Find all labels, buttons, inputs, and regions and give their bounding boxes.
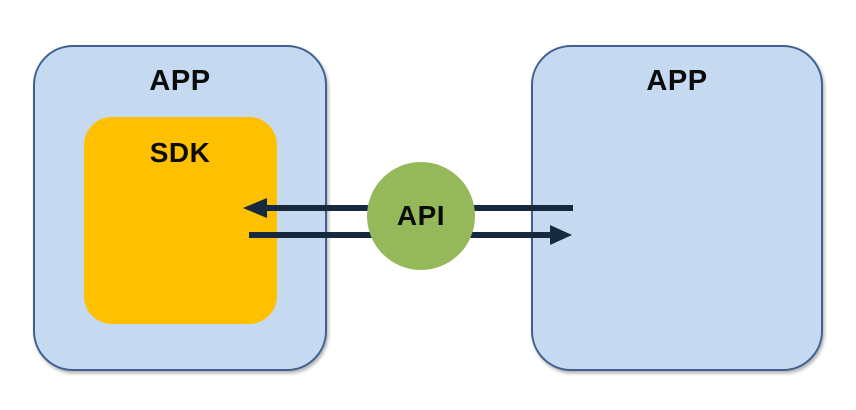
sdk-box: SDK (83, 116, 277, 324)
app-left-label: APP (149, 65, 211, 97)
api-circle: API (367, 162, 475, 270)
app-right-label: APP (646, 65, 708, 97)
app-box-right: APP (531, 45, 823, 371)
api-label: API (396, 200, 446, 231)
sdk-label: SDK (149, 136, 211, 168)
app-box-left: APP SDK (33, 45, 327, 371)
